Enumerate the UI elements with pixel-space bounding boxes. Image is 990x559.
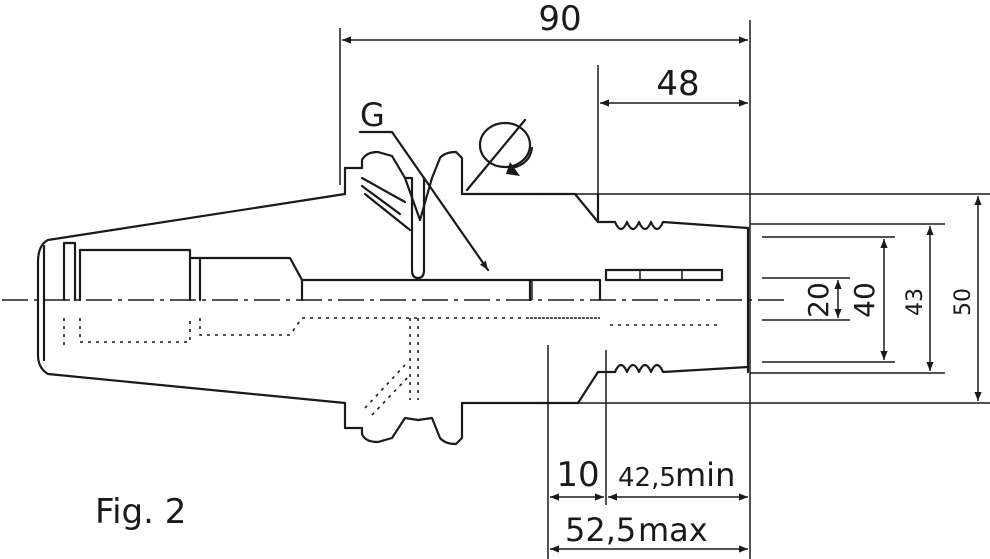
flange-v-groove <box>343 150 540 446</box>
dim-min-length: 42,5 <box>618 463 676 493</box>
collet-nut <box>528 192 750 405</box>
figure-caption: Fig. 2 <box>95 492 186 532</box>
hidden-lines <box>43 317 722 416</box>
dim-thread-diameter: 43 <box>903 288 928 316</box>
thread-label: G <box>360 96 385 134</box>
dim-collet-length: 48 <box>656 64 699 104</box>
dim-max-suffix: max <box>638 511 708 549</box>
extension-lines <box>339 20 990 559</box>
dim-bore: 20 <box>802 282 835 318</box>
rotation-direction-icon <box>465 118 534 192</box>
dim-max-length: 52,5 <box>565 511 636 549</box>
thread-callout: G <box>358 96 490 272</box>
dim-min-suffix: min <box>675 456 735 494</box>
dim-collar-offset: 10 <box>556 455 599 495</box>
dimension-lines <box>342 36 982 553</box>
dim-inner-diameter: 40 <box>848 282 881 318</box>
dim-total-length: 90 <box>538 0 581 39</box>
inner-bore-upper <box>62 241 532 302</box>
taper-shank <box>36 166 347 430</box>
dim-outer-diameter: 50 <box>951 288 976 316</box>
